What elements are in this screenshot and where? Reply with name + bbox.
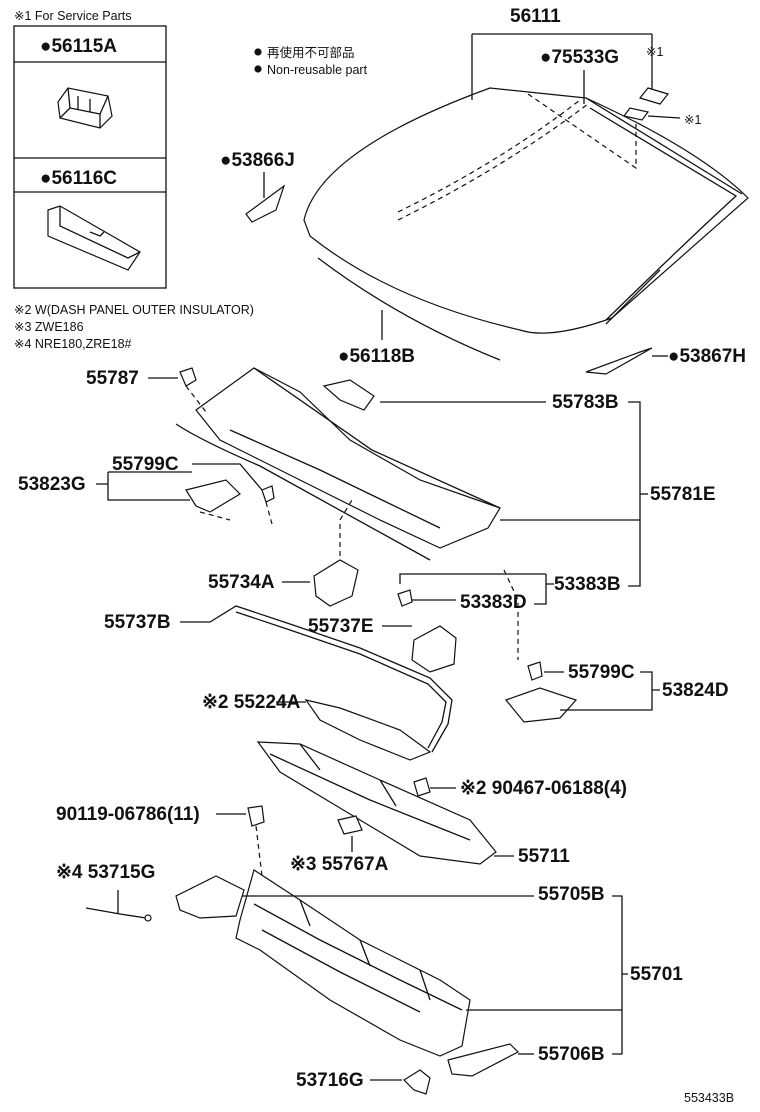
- part-label-56111: 56111: [510, 6, 561, 27]
- non-reusable-legend: 再使用不可部品 Non-reusable part: [254, 45, 368, 77]
- part-label-55781E: 55781E: [650, 484, 716, 505]
- service-item-56115A: ●56115A: [40, 36, 117, 57]
- part-label-90119-06786: 90119-06786(11): [56, 804, 200, 825]
- part-label-53716G: 53716G: [296, 1070, 364, 1091]
- note-2: ※2 W(DASH PANEL OUTER INSULATOR): [14, 303, 254, 317]
- part-label-90467-06188: ※2 90467-06188(4): [460, 778, 627, 799]
- part-label-55783B: 55783B: [552, 392, 619, 413]
- part-label-55737E: 55737E: [308, 616, 374, 637]
- non-reusable-en: Non-reusable part: [267, 63, 368, 77]
- part-label-55711: 55711: [518, 846, 570, 867]
- part-label-55224A: ※2 55224A: [202, 692, 301, 713]
- cowl-inner-panel: [256, 741, 497, 865]
- part-label-56118B: ●56118B: [338, 346, 415, 367]
- part-label-53823G: 53823G: [18, 474, 86, 495]
- service-parts-box: ※1 For Service Parts ●56115A ●56116C: [13, 9, 167, 289]
- part-label-53715G: ※4 53715G: [56, 862, 155, 883]
- cowl-panel-sub-assy: [175, 869, 471, 1057]
- service-item-56116C: ●56116C: [40, 168, 117, 189]
- service-mark-1a: ※1: [646, 45, 663, 59]
- service-mark-1b: ※1: [684, 113, 701, 127]
- note-3: ※3 ZWE186: [14, 320, 84, 334]
- non-reusable-jp: 再使用不可部品: [267, 45, 355, 60]
- part-label-75533G: ●75533G: [540, 47, 619, 68]
- part-label-55799C-b: 55799C: [568, 662, 635, 683]
- part-label-53383D: 53383D: [460, 592, 527, 613]
- cowl-top-panel: [175, 367, 501, 561]
- plate-56116C-drawing: [47, 205, 141, 271]
- part-label-53867H: ●53867H: [668, 346, 746, 367]
- part-label-55701: 55701: [630, 964, 683, 985]
- part-label-55737B: 55737B: [104, 612, 171, 633]
- part-label-55787: 55787: [86, 368, 139, 389]
- part-label-55767A: ※3 55767A: [290, 854, 389, 875]
- part-label-53866J: ●53866J: [220, 150, 295, 171]
- windshield-glass: [303, 87, 749, 361]
- clip-56115A-drawing: [57, 87, 113, 129]
- part-label-53824D: 53824D: [662, 680, 729, 701]
- service-parts-note: ※1 For Service Parts: [14, 9, 131, 23]
- drawing-id: 553433B: [684, 1091, 734, 1105]
- note-4: ※4 NRE180,ZRE18#: [14, 337, 132, 351]
- part-label-55799C-a: 55799C: [112, 454, 179, 475]
- part-label-55706B: 55706B: [538, 1044, 605, 1065]
- notes: ※2 W(DASH PANEL OUTER INSULATOR) ※3 ZWE1…: [14, 303, 254, 351]
- part-label-55734A: 55734A: [208, 572, 275, 593]
- part-label-53383B: 53383B: [554, 574, 621, 595]
- part-label-55705B: 55705B: [538, 884, 605, 905]
